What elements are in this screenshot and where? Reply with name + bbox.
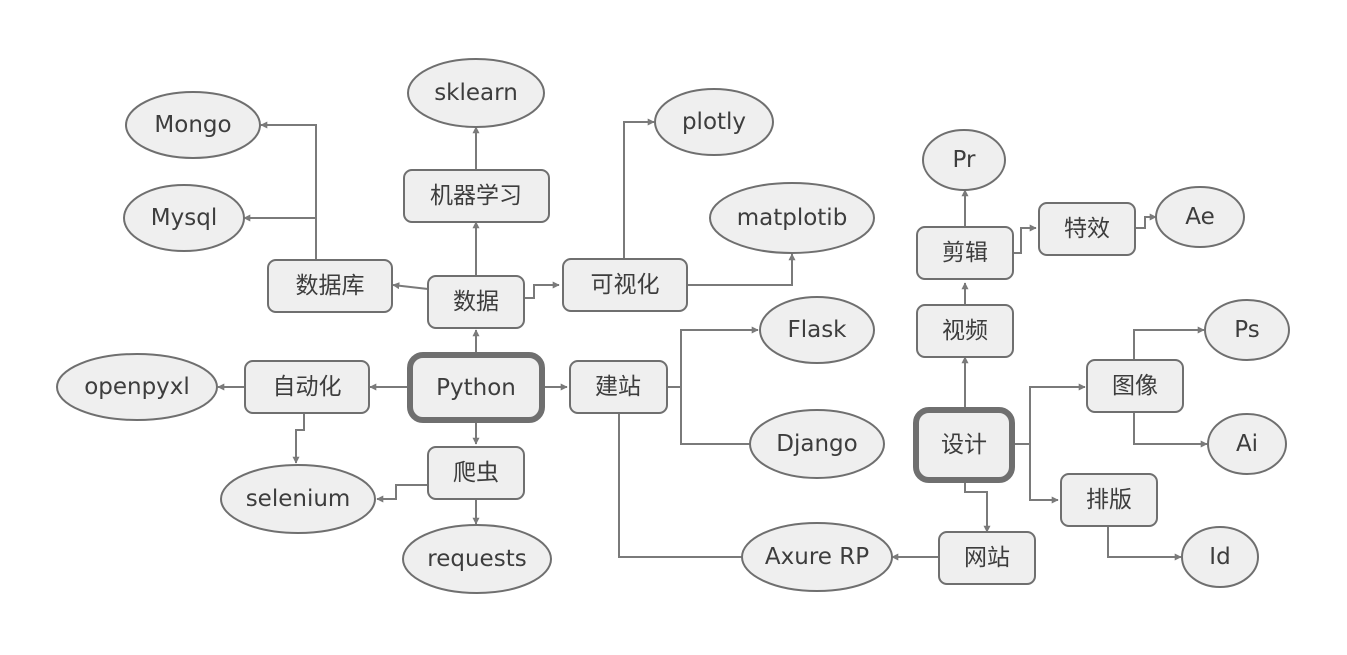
edge-automation-selenium [292, 413, 305, 464]
node-effects[interactable] [1038, 202, 1136, 256]
box-nodes: Python 设计 数据 数据库 机器学习 可视化 自动化 爬虫 建站 视频 剪… [244, 169, 1184, 585]
edge-website-build-django [680, 387, 760, 448]
node-ae[interactable] [1155, 186, 1245, 248]
node-python-label: Python [436, 375, 516, 401]
node-data[interactable] [427, 275, 525, 329]
edge-design-image [1012, 383, 1086, 445]
node-ml-label: 机器学习 [430, 183, 522, 209]
node-flask[interactable] [759, 296, 875, 364]
node-website-label: 网站 [964, 545, 1010, 571]
node-id-label: Id [1209, 544, 1230, 570]
edge-viz-plotly [623, 118, 655, 259]
node-video-label: 视频 [942, 318, 988, 344]
node-video[interactable] [916, 304, 1014, 358]
edge-data-viz [524, 281, 560, 299]
edge-website-build-axure [618, 413, 742, 558]
node-website-build[interactable] [569, 360, 668, 414]
node-ps[interactable] [1204, 299, 1290, 361]
node-viz-label: 可视化 [591, 272, 660, 298]
node-edit[interactable] [916, 226, 1014, 280]
edge-crawler-selenium [376, 484, 428, 503]
node-crawler[interactable] [427, 446, 525, 500]
node-sklearn[interactable] [407, 58, 545, 128]
node-image[interactable] [1086, 359, 1184, 413]
node-openpyxl-label: openpyxl [84, 374, 190, 400]
node-mysql-label: Mysql [151, 205, 217, 231]
node-website[interactable] [938, 531, 1036, 585]
node-python[interactable] [407, 352, 545, 423]
node-effects-label: 特效 [1064, 216, 1110, 242]
node-viz[interactable] [562, 258, 688, 312]
node-ps-label: Ps [1234, 317, 1259, 343]
node-edit-label: 剪辑 [942, 240, 988, 266]
node-plotly[interactable] [654, 88, 774, 156]
node-flask-label: Flask [787, 317, 847, 343]
node-sklearn-label: sklearn [434, 80, 518, 106]
node-axure-label: Axure RP [765, 544, 869, 570]
node-ml[interactable] [403, 169, 550, 223]
node-openpyxl[interactable] [56, 353, 218, 421]
node-automation-label: 自动化 [273, 374, 342, 400]
edge-effects-ae [1135, 213, 1157, 229]
edges [217, 118, 1208, 561]
node-mongo-label: Mongo [154, 112, 231, 138]
edge-data-database [392, 282, 429, 290]
node-matplotlib-label: matplotib [737, 205, 848, 231]
node-ai[interactable] [1207, 413, 1287, 475]
node-pr-label: Pr [953, 147, 976, 173]
node-django[interactable] [749, 409, 885, 479]
node-selenium-label: selenium [246, 486, 351, 512]
edge-layout-id [1107, 526, 1182, 561]
edge-edit-effects [1014, 224, 1037, 254]
node-design-label: 设计 [941, 432, 987, 458]
node-mysql[interactable] [123, 184, 245, 252]
node-requests[interactable] [402, 524, 552, 594]
ellipse-nodes: sklearn Mongo Mysql plotly matplotib ope… [56, 58, 1290, 594]
node-design[interactable] [913, 407, 1015, 483]
node-selenium[interactable] [220, 464, 376, 534]
edge-database-mongo [260, 121, 317, 260]
node-layout-label: 排版 [1086, 487, 1132, 513]
node-mongo[interactable] [125, 91, 261, 159]
node-database[interactable] [267, 259, 393, 313]
node-crawler-label: 爬虫 [453, 460, 499, 486]
node-pr[interactable] [922, 129, 1006, 191]
edge-viz-matplotlib [686, 253, 796, 286]
node-ai-label: Ai [1236, 431, 1258, 457]
node-plotly-label: plotly [682, 109, 746, 135]
node-django-label: Django [776, 431, 857, 457]
edge-image-ai [1133, 412, 1208, 448]
edge-website-build-flask [667, 326, 759, 388]
edge-image-ps [1133, 326, 1205, 360]
edge-database-mysql [243, 214, 317, 260]
node-ae-label: Ae [1185, 204, 1214, 230]
edge-design-website [964, 480, 991, 533]
node-automation[interactable] [244, 360, 370, 414]
node-website-build-label: 建站 [595, 374, 641, 400]
node-axure[interactable] [741, 522, 893, 592]
node-layout[interactable] [1060, 473, 1158, 527]
node-image-label: 图像 [1112, 373, 1158, 399]
node-data-label: 数据 [453, 289, 499, 315]
node-matplotlib[interactable] [709, 182, 875, 254]
node-id[interactable] [1181, 526, 1259, 588]
node-database-label: 数据库 [296, 273, 365, 299]
edge-design-layout [1029, 444, 1059, 504]
node-requests-label: requests [427, 546, 526, 572]
